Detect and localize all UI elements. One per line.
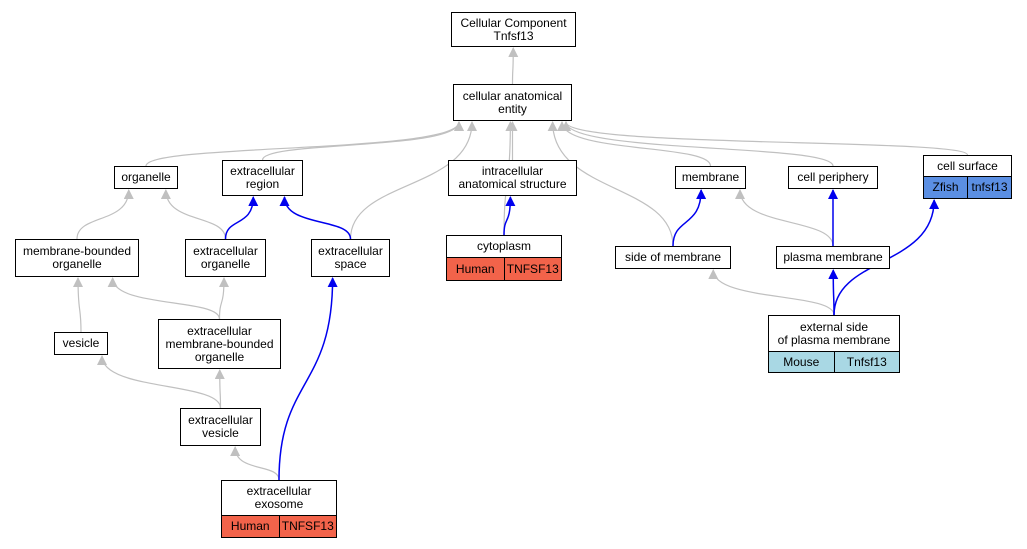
annotation-species: Human [230,519,270,533]
edge-organelle-to-cae [145,121,464,167]
edge-ecv-to-embo [214,369,225,409]
node-label-line: Tnfsf13 [493,28,534,43]
annotation-gene: TNFSF13 [503,258,562,280]
annotation-gene: Tnfsf13 [833,352,900,372]
node-label-line: intracellular [481,164,544,178]
node-periph[interactable]: cell periphery [788,166,878,189]
annotation-species: Mouse [783,354,820,369]
node-label-line: membrane-bounded [165,336,274,351]
node-membrane[interactable]: membrane [675,166,746,189]
node-label-line: extracellular [187,323,252,338]
node-label-line: plasma membrane [783,250,883,264]
node-som[interactable]: side of membrane [615,246,731,269]
node-label-line: of plasma membrane [777,332,891,347]
node-label-line: extracellular [193,244,258,258]
node-label-line: organelle [121,170,171,184]
edge-ecs-to-ecr [279,196,352,240]
node-label-line: membrane-bounded [22,244,132,258]
annotation-gene: tnfsf13 [967,177,1011,198]
edge-cae-to-root [508,47,519,85]
node-label-line: extracellular [318,244,383,258]
node-label-line: membrane [681,170,740,184]
node-pm[interactable]: plasma membrane [776,246,890,269]
edge-periph-to-cae [561,121,834,167]
node-label-line: exosome [254,497,304,511]
edge-embo-to-eco [218,277,229,320]
node-label-line: organelle [194,349,245,364]
edge-vesicle-to-mbo [73,277,84,333]
node-label-line: extracellular [246,484,312,498]
node-cyto[interactable]: cytoplasm [446,235,562,258]
annotation-exo: Human TNFSF13 [221,516,337,538]
edge-membrane-to-cae [557,121,712,167]
edge-exo-to-ecv [230,446,280,481]
edge-som-to-cae [547,121,674,247]
annotation-gene: TNFSF13 [278,516,337,537]
edge-ecr-to-cae [261,121,464,161]
node-label-line: cell periphery [797,170,869,184]
node-organelle[interactable]: organelle [114,166,178,189]
edge-eco-to-ecr [224,196,259,240]
node-label-line: extracellular [188,413,253,427]
node-label-line: region [245,177,280,191]
edge-som-to-membrane [672,189,707,247]
node-label-line: organelle [200,257,251,271]
node-vesicle[interactable]: vesicle [54,332,108,355]
node-label-line: organelle [52,257,102,271]
node-label-line: cellular anatomical [462,88,563,103]
edge-espm-to-som [708,269,835,316]
edge-cyto-to-ias [503,196,516,236]
edge-mbo-to-organelle [76,189,134,240]
edge-pm-to-membrane [735,189,834,247]
edge-surface-to-cae [561,121,969,156]
node-label-line: vesicle [202,426,239,440]
node-label-line: cytoplasm [476,239,532,253]
node-label-line: anatomical structure [458,177,567,191]
edge-eco-to-organelle [160,189,227,240]
node-label-line: cell surface [937,158,998,173]
node-surface[interactable]: cell surface [923,155,1012,177]
node-label-line: entity [498,101,527,116]
edge-exo-to-ecs [278,277,338,481]
node-label-line: Cellular Component [460,15,567,30]
node-label-line: external side [799,319,869,334]
node-label-line: vesicle [62,336,100,350]
annotation-species: Zfish [932,180,959,194]
node-label-line: extracellular [230,164,295,178]
annotation-cyto: Human TNFSF13 [446,258,562,281]
node-label-line: space [334,257,367,271]
annotation-species: Human [455,261,495,276]
annotation-surface: Zfish tnfsf13 [923,177,1012,199]
edge-ecv-to-vesicle [97,355,222,409]
node-label-line: side of membrane [624,250,722,264]
edge-embo-to-mbo [107,277,221,320]
edge-ecs-to-cae [349,121,477,240]
annotation-espm: Mouse Tnfsf13 [768,352,900,373]
